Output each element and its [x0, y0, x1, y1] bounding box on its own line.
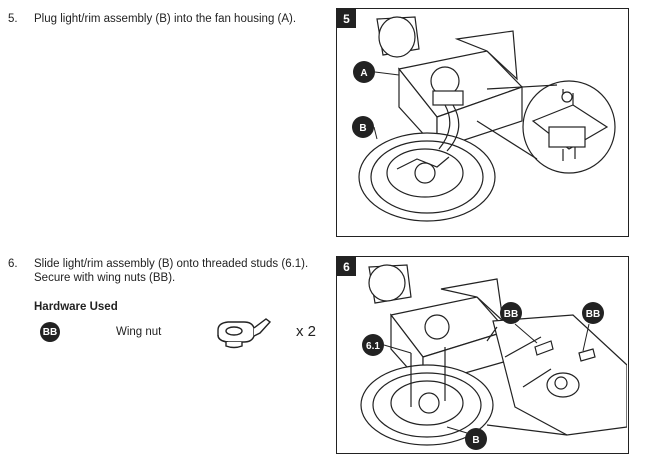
step-5-line-1: Plug light/rim assembly (B) into the fan… — [34, 13, 297, 25]
step-6-number: 6. — [8, 258, 18, 270]
hardware-item-label: Wing nut — [116, 326, 162, 338]
hardware-title: Hardware Used — [34, 301, 118, 313]
wing-nut-icon — [217, 318, 272, 349]
figure-6-tag: 6 — [337, 257, 356, 276]
callout-6-1-label: 6.1 — [366, 341, 380, 352]
callout-b: B — [352, 116, 374, 138]
callout-a-label: A — [360, 68, 367, 79]
step-6-line-2: Secure with wing nuts (BB). — [34, 272, 176, 284]
callout-bb-left: BB — [500, 302, 522, 324]
callout-b-label: B — [359, 123, 366, 134]
hardware-quantity: x 2 — [296, 323, 317, 340]
figure-5-tag: 5 — [337, 9, 356, 28]
callout-a: A — [353, 61, 375, 83]
step-5-number: 5. — [8, 13, 18, 25]
callout-6-1: 6.1 — [362, 334, 384, 356]
figure-6: 6 — [336, 256, 629, 454]
callout-bb-left-label: BB — [504, 309, 518, 320]
figure-5-illustration: A B — [352, 16, 616, 222]
callout-b-fig6-label: B — [472, 435, 479, 446]
callout-bb-right: BB — [582, 302, 604, 324]
figure-5: 5 — [336, 8, 629, 237]
step-6-line-1: Slide light/rim assembly (B) onto thread… — [34, 258, 309, 270]
figure-6-illustration: 6.1 BB BB B — [360, 264, 627, 450]
callout-b-fig6: B — [465, 428, 487, 450]
hardware-badge: BB — [40, 322, 60, 342]
callout-bb-right-label: BB — [586, 309, 600, 320]
